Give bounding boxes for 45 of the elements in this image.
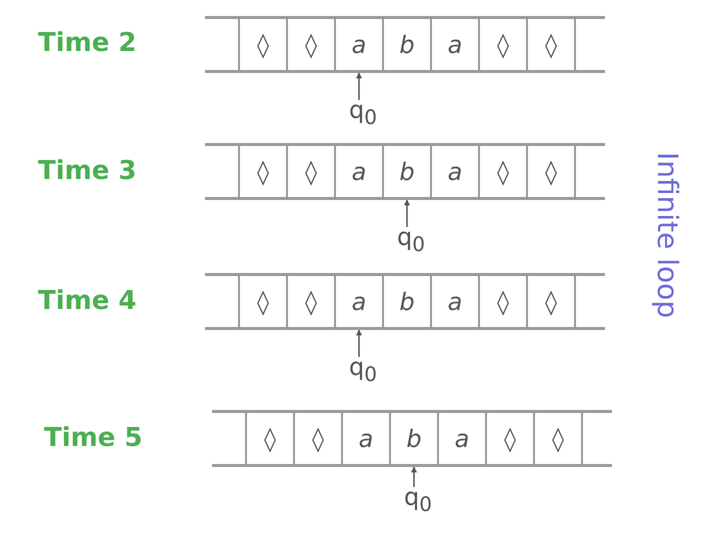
tape-cell: ◊: [238, 276, 288, 327]
tape-cell: a: [437, 413, 487, 464]
arrow: [404, 199, 410, 227]
tape-cell: b: [382, 19, 432, 70]
tape-cell: ◊: [286, 146, 336, 197]
head-state: q$_{0}$: [404, 485, 432, 514]
tape-strip: [205, 143, 605, 200]
tape-cell: ◊: [286, 19, 336, 70]
tape-strip: [205, 273, 605, 330]
tape-cell: b: [382, 146, 432, 197]
tape-cell: ◊: [526, 276, 576, 327]
tape-strip: [205, 16, 605, 73]
tape-cell: a: [430, 19, 480, 70]
tape-cell: a: [430, 146, 480, 197]
tape-cell: ◊: [526, 146, 576, 197]
tape-cell: ◊: [478, 19, 528, 70]
tape-cell: ◊: [245, 413, 295, 464]
head-state: q$_{0}$: [397, 225, 425, 254]
tape-cell: ◊: [478, 146, 528, 197]
side-note: Infinite loop: [651, 152, 684, 318]
time-label: Time 2: [38, 28, 137, 58]
arrow: [356, 329, 362, 357]
arrow: [411, 466, 417, 487]
tape-cell: ◊: [485, 413, 535, 464]
arrow: [356, 72, 362, 100]
tape-cell: ◊: [533, 413, 583, 464]
tape-cell: ◊: [286, 276, 336, 327]
time-label: Time 4: [38, 286, 137, 316]
tape-cell: a: [334, 276, 384, 327]
tape-cell: ◊: [478, 276, 528, 327]
tape-cell: b: [389, 413, 439, 464]
head-state: q$_{0}$: [349, 98, 377, 127]
head-state: q$_{0}$: [349, 355, 377, 384]
tape-cell: ◊: [238, 19, 288, 70]
tape-strip: [212, 410, 612, 467]
tape-cell: b: [382, 276, 432, 327]
tape-cell: a: [334, 146, 384, 197]
tape-cell: ◊: [238, 146, 288, 197]
tape-cell: a: [430, 276, 480, 327]
time-label: Time 5: [44, 423, 143, 453]
tape-cell: a: [341, 413, 391, 464]
tape-cell: ◊: [526, 19, 576, 70]
tape-cell: a: [334, 19, 384, 70]
tape-cell: ◊: [293, 413, 343, 464]
time-label: Time 3: [38, 156, 137, 186]
